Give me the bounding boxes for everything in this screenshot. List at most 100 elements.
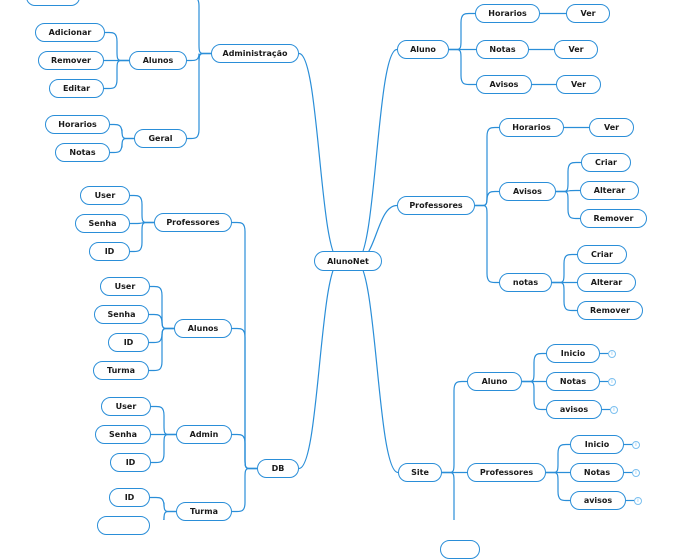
node-label: notas (512, 278, 539, 287)
node-label: Aluno (410, 45, 436, 54)
node-alunos[interactable]: Alunos (174, 319, 232, 338)
node-alunos[interactable]: Alunos (129, 51, 187, 70)
node-label: User (114, 282, 136, 291)
connector-site-more (442, 471, 455, 520)
node-professores[interactable]: Professores (397, 196, 475, 215)
node-professores[interactable]: Professores (467, 463, 546, 482)
info-icon[interactable]: i (608, 377, 616, 386)
node-label: ID (124, 493, 135, 502)
node-turma[interactable]: Turma (176, 502, 232, 521)
node-senha[interactable]: Senha (94, 305, 149, 324)
node-avisos[interactable]: avisos (546, 400, 602, 419)
node-id[interactable]: ID (109, 488, 150, 507)
node-editar[interactable]: Editar (49, 79, 104, 98)
node-site[interactable]: Site (398, 463, 442, 482)
connector-aluno-avisos (449, 48, 476, 86)
node-label: Criar (591, 250, 613, 259)
connector-prof-notas-criar (552, 253, 577, 284)
node-label: Professores (166, 218, 220, 227)
node-administracao[interactable]: Administração (211, 44, 299, 63)
info-icon[interactable]: i (608, 349, 616, 358)
node-notas[interactable]: Notas (55, 143, 110, 162)
node-db-turma-more[interactable] (97, 516, 150, 535)
node-label: Senha (109, 430, 137, 439)
connector-prof-avisos-criar (556, 161, 581, 193)
connector-adm (298, 52, 341, 262)
node-notas[interactable]: Notas (570, 463, 624, 482)
connector-adm-geral-notas (110, 137, 134, 154)
node-horarios[interactable]: Horarios (45, 115, 110, 134)
node-criar[interactable]: Criar (577, 245, 627, 264)
node-user[interactable]: User (100, 277, 150, 296)
node-user[interactable]: User (80, 186, 130, 205)
connector-site-prof-avisos (546, 471, 570, 502)
info-icon[interactable]: i (632, 468, 640, 477)
node-senha[interactable]: Senha (95, 425, 151, 444)
node-remover[interactable]: Remover (38, 51, 104, 70)
info-icon[interactable]: i (634, 496, 642, 505)
node-notas[interactable]: notas (499, 273, 552, 292)
node-avisos[interactable]: Avisos (476, 75, 532, 94)
node-alterar[interactable]: Alterar (580, 181, 639, 200)
connector-lines (104, 0, 634, 520)
node-label: Ver (580, 9, 596, 18)
node-ver[interactable]: Ver (589, 118, 634, 137)
node-label: Professores (409, 201, 463, 210)
root-node[interactable]: AlunoNet (314, 251, 382, 271)
connector-adm-top (197, 0, 211, 55)
node-id[interactable]: ID (108, 333, 149, 352)
info-icon[interactable]: i (632, 440, 640, 449)
connector-db-admin (232, 433, 257, 470)
node-label: Horarios (512, 123, 551, 132)
node-turma[interactable]: Turma (93, 361, 149, 380)
node-remover[interactable]: Remover (580, 209, 647, 228)
node-label: Senha (107, 310, 136, 319)
node-label: Notas (69, 148, 96, 157)
node-remover[interactable]: Remover (577, 301, 643, 320)
node-professores[interactable]: Professores (154, 213, 232, 232)
node-inicio[interactable]: Inicio (570, 435, 624, 454)
node-label: Alterar (593, 186, 626, 195)
node-adm-top[interactable] (26, 0, 80, 6)
info-icon[interactable]: i (610, 405, 618, 414)
node-avisos[interactable]: Avisos (499, 182, 556, 201)
node-id[interactable]: ID (110, 453, 151, 472)
connector-prof-avisos (475, 190, 499, 207)
node-aluno[interactable]: Aluno (397, 40, 449, 59)
node-user[interactable]: User (101, 397, 151, 416)
node-criar[interactable]: Criar (581, 153, 631, 172)
node-notas[interactable]: Notas (476, 40, 529, 59)
node-avisos[interactable]: avisos (570, 491, 626, 510)
node-label: User (94, 191, 116, 200)
node-geral[interactable]: Geral (134, 129, 187, 148)
node-label: Inicio (560, 349, 586, 358)
node-label: Remover (593, 214, 634, 223)
connector-db-turma-id (150, 496, 176, 513)
node-horarios[interactable]: Horarios (475, 4, 540, 23)
node-label: ID (125, 458, 136, 467)
node-ver[interactable]: Ver (556, 75, 601, 94)
node-site-more[interactable] (440, 540, 480, 559)
node-notas[interactable]: Notas (546, 372, 600, 391)
node-ver[interactable]: Ver (566, 4, 610, 23)
node-label: Notas (489, 45, 516, 54)
node-label: User (115, 402, 137, 411)
connector-site-prof-inicio (546, 443, 570, 474)
connector-db-alunos-senha (149, 313, 174, 330)
node-ver[interactable]: Ver (554, 40, 598, 59)
connector-db-prof-user (130, 194, 154, 224)
node-horarios[interactable]: Horarios (499, 118, 564, 137)
node-db[interactable]: DB (257, 459, 299, 478)
node-id[interactable]: ID (89, 242, 130, 261)
node-label: ID (123, 338, 134, 347)
node-senha[interactable]: Senha (75, 214, 130, 233)
node-aluno[interactable]: Aluno (467, 372, 522, 391)
node-label: Alterar (590, 278, 623, 287)
connector-site (355, 260, 399, 474)
node-admin[interactable]: Admin (176, 425, 232, 444)
node-label: Alunos (187, 324, 219, 333)
node-inicio[interactable]: Inicio (546, 344, 600, 363)
connector-aluno-horarios (449, 12, 475, 51)
node-alterar[interactable]: Alterar (577, 273, 636, 292)
node-adicionar[interactable]: Adicionar (35, 23, 105, 42)
